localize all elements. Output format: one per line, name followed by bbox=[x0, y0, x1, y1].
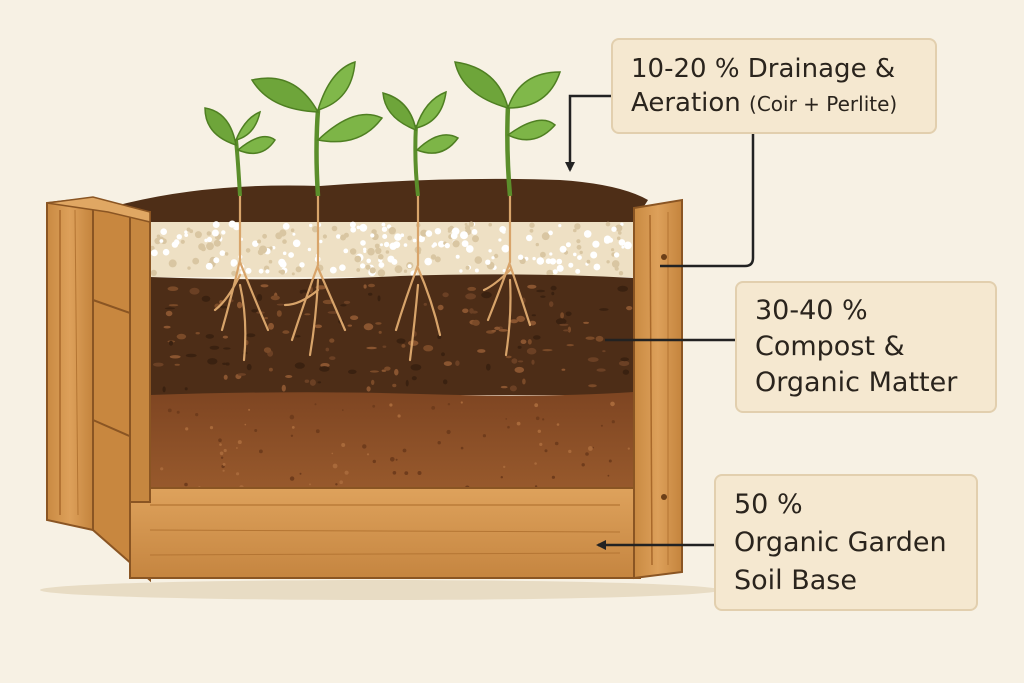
label-compost: 30-40 % Compost & Organic Matter bbox=[735, 281, 997, 413]
label-drainage-aeration: 10-20 % Drainage & Aeration (Coir + Perl… bbox=[611, 38, 937, 134]
arrow-icon bbox=[565, 94, 611, 172]
compost-layer bbox=[150, 274, 634, 395]
front-plank bbox=[129, 487, 641, 579]
topsoil-mound bbox=[108, 178, 648, 222]
seedling-icon bbox=[204, 107, 277, 197]
soil-line-1: 50 % bbox=[734, 489, 803, 520]
right-post bbox=[633, 198, 683, 580]
seedling-icon bbox=[382, 90, 460, 197]
compost-line-2: Compost & bbox=[755, 331, 905, 362]
soil-line-2: Organic Garden bbox=[734, 527, 947, 558]
seedling-icon bbox=[454, 61, 562, 197]
compost-line-1: 30-40 % bbox=[755, 295, 868, 326]
top-rim bbox=[46, 196, 151, 223]
drainage-line-1: 10-20 % Drainage & bbox=[631, 54, 896, 84]
label-soil-base: 50 % Organic Garden Soil Base bbox=[714, 474, 978, 611]
soil-layer bbox=[150, 392, 634, 497]
inner-left-post bbox=[129, 211, 151, 503]
soil-line-3: Soil Base bbox=[734, 565, 857, 596]
perlite-granules bbox=[149, 220, 632, 277]
drainage-line-2-main: Aeration bbox=[631, 88, 750, 118]
compost-particles bbox=[153, 283, 633, 393]
drainage-line-2-sub: (Coir + Perlite) bbox=[749, 92, 898, 116]
drainage-line-2: Aeration (Coir + Perlite) bbox=[631, 86, 917, 121]
ground-shadow bbox=[40, 580, 720, 600]
plant-roots bbox=[213, 194, 532, 362]
seedling-icon bbox=[250, 60, 384, 197]
connector-line-drainage bbox=[660, 134, 755, 268]
compost-line-3: Organic Matter bbox=[755, 367, 958, 398]
